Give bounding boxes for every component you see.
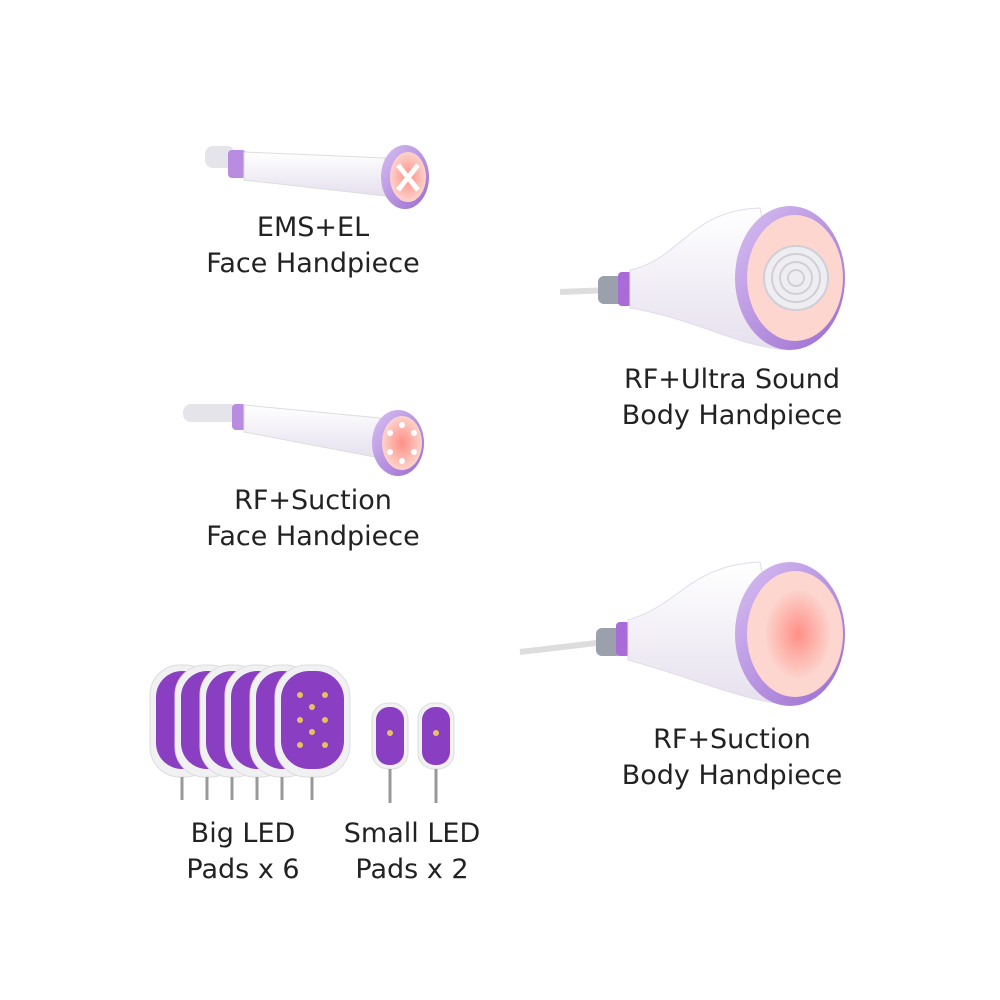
small-led-pads-image	[371, 702, 455, 803]
rf-suction-body-handpiece-label: RF+Suction Body Handpiece	[572, 722, 892, 794]
rf-suction-face-handpiece-label: RF+Suction Face Handpiece	[153, 483, 473, 555]
label-line-2: Pads x 2	[355, 854, 469, 885]
ems-el-face-handpiece-label: EMS+EL Face Handpiece	[153, 210, 473, 282]
label-line-1: RF+Suction	[653, 724, 811, 755]
label-line-2: Pads x 6	[186, 854, 300, 885]
label-line-2: Face Handpiece	[206, 521, 420, 552]
label-line-1: Big LED	[190, 818, 296, 849]
label-line-2: Body Handpiece	[621, 760, 843, 791]
ems-el-face-handpiece-image	[205, 145, 429, 209]
label-line-1: EMS+EL	[256, 212, 370, 243]
rf-ultrasound-body-handpiece-label: RF+Ultra Sound Body Handpiece	[572, 362, 892, 434]
rf-suction-face-handpiece-image	[183, 404, 424, 476]
big-led-pads-label: Big LED Pads x 6	[83, 816, 403, 888]
small-led-pads-label: Small LED Pads x 2	[252, 816, 572, 888]
rf-ultrasound-body-handpiece-image	[559, 206, 845, 351]
label-line-2: Body Handpiece	[621, 400, 843, 431]
label-line-1: Small LED	[343, 818, 481, 849]
label-line-1: RF+Suction	[234, 485, 392, 516]
rf-suction-body-handpiece-image	[519, 561, 845, 706]
label-line-2: Face Handpiece	[206, 248, 420, 279]
big-led-pads-image	[149, 664, 351, 800]
label-line-1: RF+Ultra Sound	[623, 364, 840, 395]
